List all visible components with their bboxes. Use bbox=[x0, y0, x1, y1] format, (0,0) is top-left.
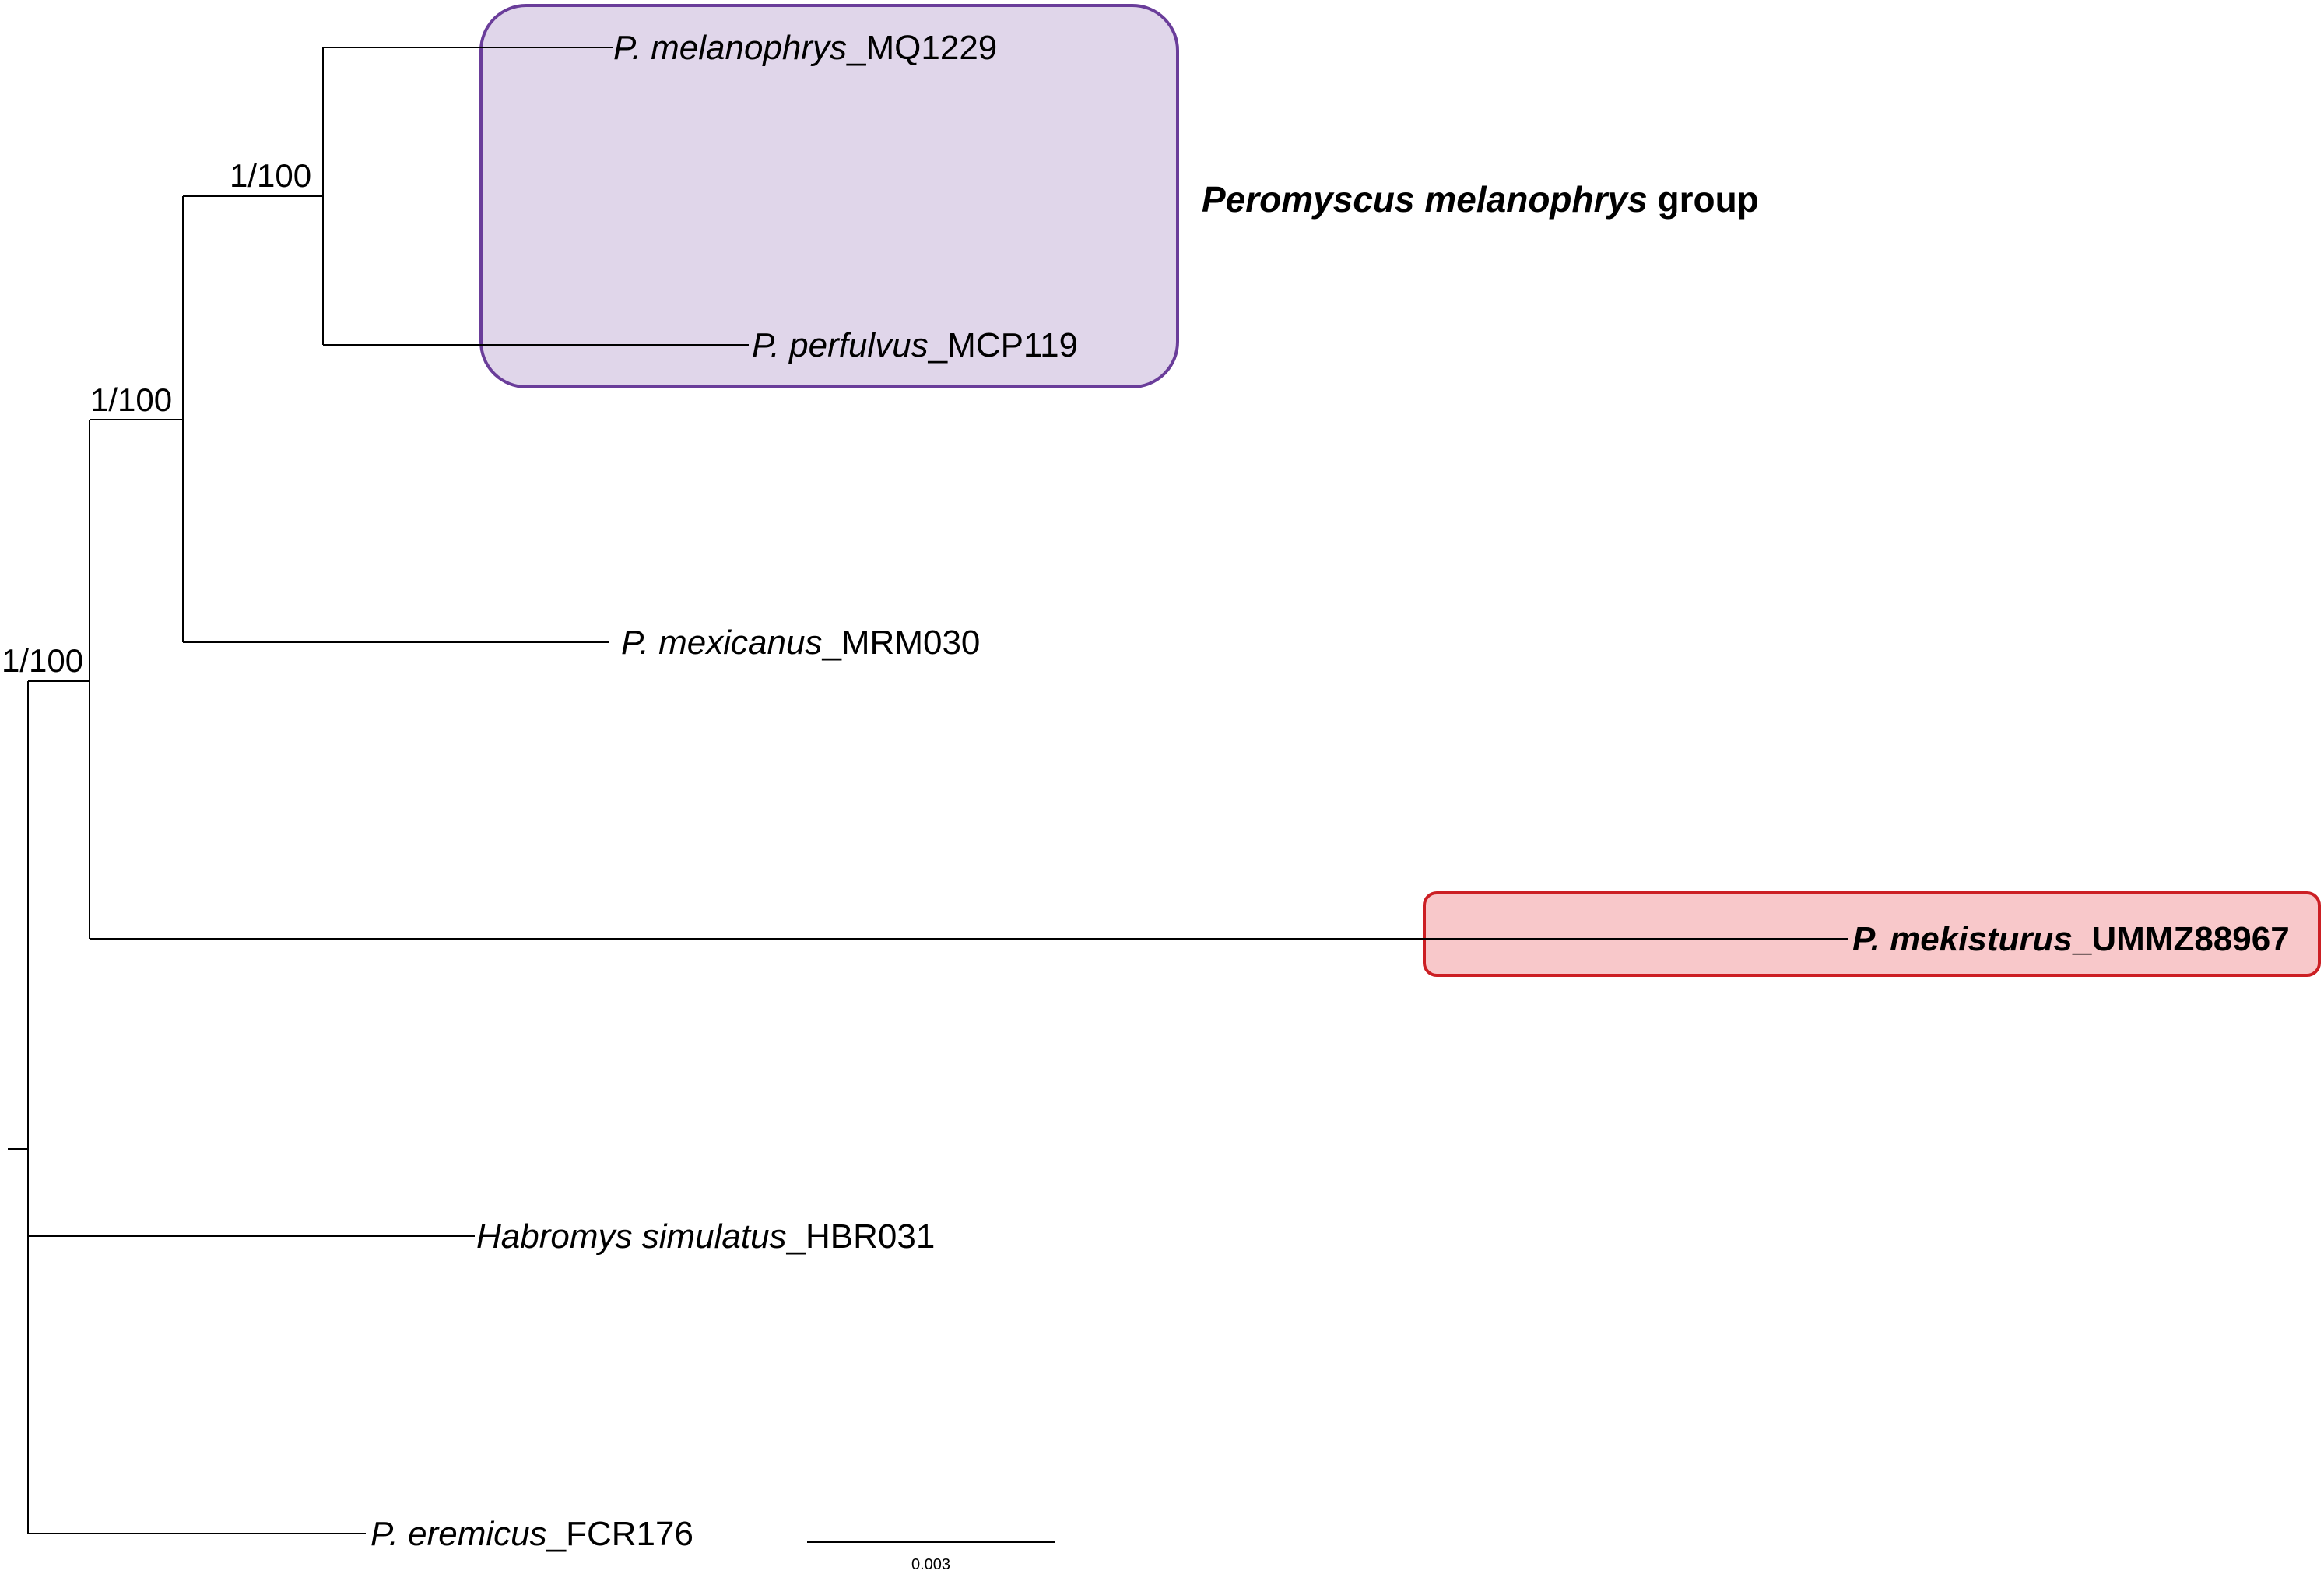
taxon-habromys: Habromys simulatus_HBR031 bbox=[476, 1217, 935, 1256]
taxon-mekisturus: P. mekisturus_UMMZ88967 bbox=[1852, 920, 2290, 958]
support-node-1: 1/100 bbox=[230, 157, 311, 194]
taxon-mexicanus: P. mexicanus_MRM030 bbox=[621, 624, 980, 662]
melanophrys-group-box bbox=[479, 4, 1179, 388]
taxon-perfulvus: P. perfulvus_MCP119 bbox=[752, 326, 1078, 364]
mekisturus-highlight-box bbox=[1423, 891, 2321, 977]
scale-bar-label: 0.003 bbox=[911, 1556, 950, 1573]
support-node-3: 1/100 bbox=[2, 642, 83, 679]
taxon-eremicus: P. eremicus_FCR176 bbox=[370, 1515, 693, 1553]
group-label: Peromyscus melanophrys group bbox=[1202, 179, 1759, 220]
support-node-2: 1/100 bbox=[90, 381, 172, 418]
taxon-melanophrys: P. melanophrys_MQ1229 bbox=[613, 29, 997, 67]
